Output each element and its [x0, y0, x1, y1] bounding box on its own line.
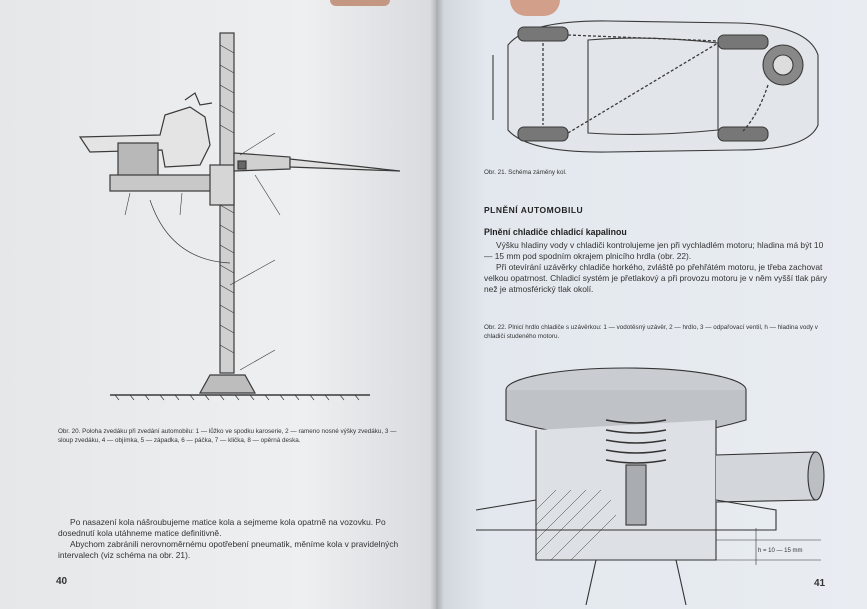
figure-22-label: h = 10 — 15 mm: [758, 548, 803, 554]
left-page: Obr. 20. Poloha zvedáku při zvedání auto…: [0, 0, 436, 609]
section-title: PLNĚNÍ AUTOMOBILU: [484, 205, 584, 215]
thumb-left: [330, 0, 390, 6]
figure-20-caption: Obr. 20. Poloha zvedáku při zvedání auto…: [58, 428, 397, 444]
right-paragraph: Při otevírání uzávěrky chladiče horkého,…: [484, 262, 828, 294]
figure-22-caption: Obr. 22. Plnicí hrdlo chladiče s uzávěrk…: [484, 324, 818, 340]
left-paragraph: Abychom zabránili nerovnoměrnému opotřeb…: [58, 539, 399, 560]
car-top-view-figure: [492, 20, 819, 153]
right-body-text: Výšku hladiny vody v chladiči kontroluje…: [484, 240, 829, 295]
right-page: Obr. 21. Schéma záměny kol. PLNĚNÍ AUTOM…: [436, 0, 867, 609]
book-gutter: [430, 0, 444, 609]
left-paragraph: Po nasazení kola nášroubujeme matice kol…: [58, 517, 386, 538]
right-paragraph: Výšku hladiny vody v chladiči kontroluje…: [484, 240, 824, 261]
subsection-title: Plnění chladiče chladicí kapalinou: [484, 227, 627, 237]
left-body-text: Po nasazení kola nášroubujeme matice kol…: [58, 517, 413, 561]
radiator-cap-figure: h = 10 — 15 mm: [476, 367, 825, 605]
page-number-right: 41: [814, 578, 826, 589]
page-number-left: 40: [56, 576, 68, 587]
figure-21-caption: Obr. 21. Schéma záměny kol.: [484, 169, 567, 176]
jack-figure: [78, 32, 401, 401]
thumb: [510, 0, 560, 16]
